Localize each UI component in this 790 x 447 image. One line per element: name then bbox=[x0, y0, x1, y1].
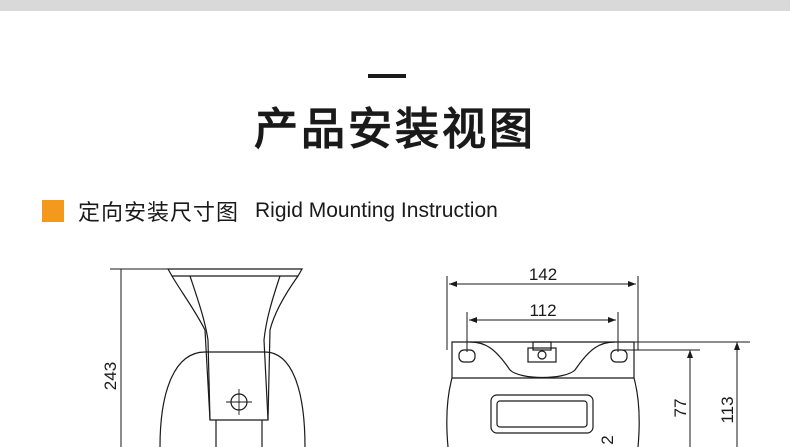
title-dash bbox=[368, 74, 406, 78]
dim-plate-width-label: 142 bbox=[529, 265, 557, 284]
section-title-cn: 定向安装尺寸图 bbox=[78, 201, 240, 226]
mounting-diagram: 243 142 112 77 113 2 bbox=[101, 265, 750, 447]
dim-hole-spacing-label: 112 bbox=[529, 301, 556, 320]
dim-plate-depth-label: 113 bbox=[718, 396, 737, 423]
page-title: 产品安装视图 bbox=[254, 104, 536, 155]
side-view bbox=[110, 268, 306, 447]
dim-hole-offset-label: 77 bbox=[671, 399, 690, 418]
front-view bbox=[446, 276, 750, 447]
dim-height-label: 243 bbox=[101, 362, 120, 390]
dim-partial-label: 2 bbox=[598, 435, 617, 444]
top-band bbox=[0, 0, 790, 11]
section-title-en: Rigid Mounting Instruction bbox=[255, 199, 498, 222]
section-marker-icon bbox=[42, 200, 64, 222]
section-header: 定向安装尺寸图 Rigid Mounting Instruction bbox=[42, 194, 498, 228]
